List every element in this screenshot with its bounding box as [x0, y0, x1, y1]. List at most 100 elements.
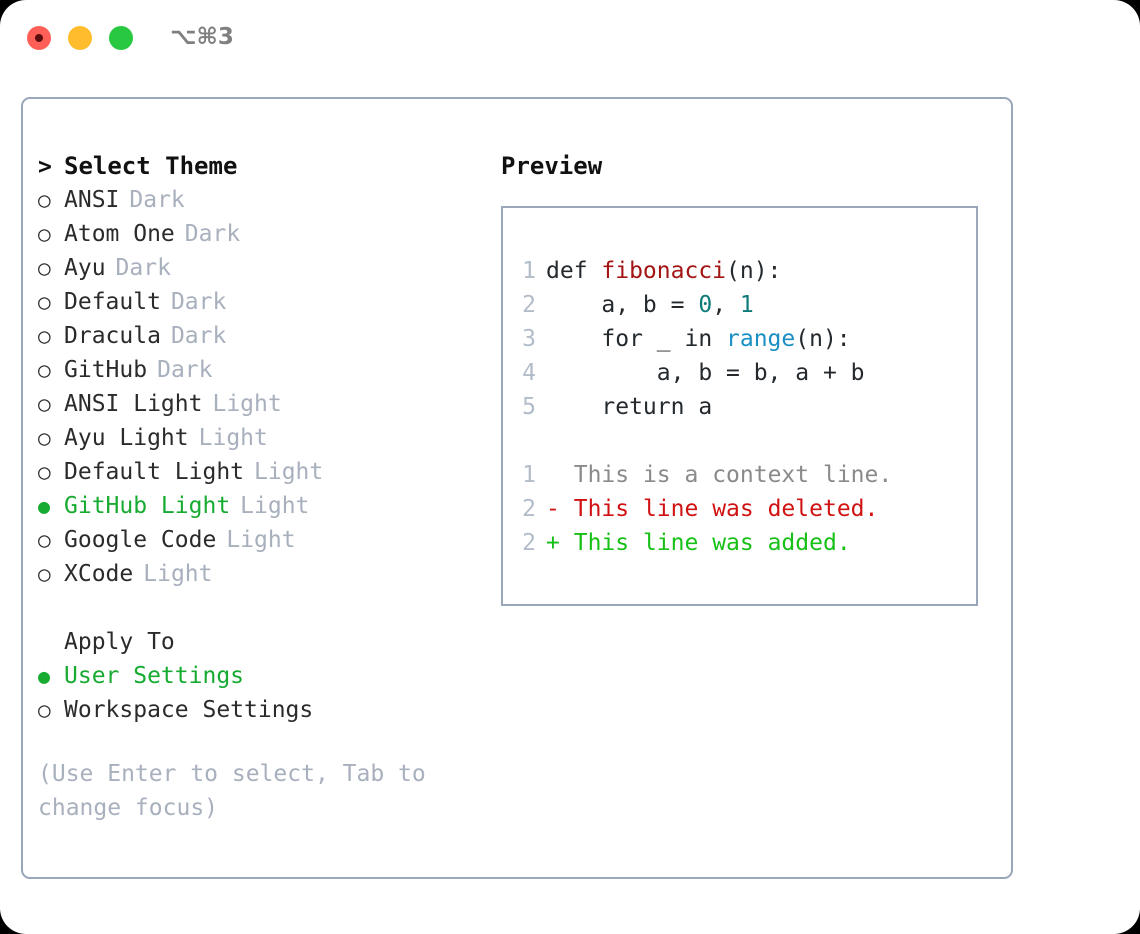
title-bar: ⌥⌘3	[0, 0, 1140, 78]
theme-option-label: Ayu	[64, 255, 106, 281]
radio-selected-icon: ●	[38, 494, 51, 518]
code-line: 2 a, b = 0, 1	[503, 288, 976, 322]
code-line: 3 for _ in range(n):	[503, 322, 976, 356]
line-number: 5	[522, 394, 536, 420]
code-line: 1 def fibonacci(n):	[503, 254, 976, 288]
code-line-text: for _ in range(n):	[546, 322, 851, 356]
theme-option-variant: Dark	[170, 289, 227, 315]
code-line-text: def fibonacci(n):	[546, 254, 781, 288]
line-number: 2	[522, 496, 536, 522]
line-number: 2	[522, 292, 536, 318]
theme-picker-heading: > Select Theme	[38, 149, 478, 183]
theme-option-label: Google Code	[64, 527, 217, 553]
diff-marker	[546, 458, 560, 492]
diff-marker: +	[546, 530, 560, 556]
line-number: 1	[522, 462, 536, 488]
theme-option-label: Atom One	[64, 221, 175, 247]
theme-option-atom-one[interactable]: ○ Atom One Dark	[38, 217, 478, 251]
radio-unselected-icon: ○	[38, 256, 51, 280]
theme-option-variant: Dark	[157, 357, 213, 383]
radio-selected-icon: ●	[38, 664, 51, 688]
code-line: 5 return a	[503, 390, 976, 424]
code-token-num: 1	[739, 292, 754, 318]
theme-option-variant: Dark	[184, 221, 241, 247]
theme-option-label: Ayu Light	[64, 425, 189, 451]
keyboard-shortcut-label: ⌥⌘3	[170, 24, 234, 50]
code-gap	[503, 424, 976, 458]
code-line: 4 a, b = b, a + b	[503, 356, 976, 390]
code-token-plain: ,	[712, 292, 740, 318]
code-token-num: 0	[698, 292, 713, 318]
code-token-plain: for _ in	[546, 326, 727, 352]
diff-line: 2+ This line was added.	[503, 526, 976, 560]
apply-to-option-workspace-settings[interactable]: ○ Workspace Settings	[38, 693, 478, 727]
code-token-plain: (n):	[795, 326, 851, 352]
diff-spacer	[560, 526, 574, 560]
radio-unselected-icon: ○	[38, 426, 51, 450]
radio-unselected-icon: ○	[38, 392, 51, 416]
diff-line: 2- This line was deleted.	[503, 492, 976, 526]
radio-unselected-icon: ○	[38, 222, 51, 246]
code-token-call: range	[726, 326, 796, 352]
theme-option-dracula[interactable]: ○ Dracula Dark	[38, 319, 478, 353]
code-line-text: a, b = 0, 1	[546, 288, 754, 322]
theme-option-label: GitHub Light	[64, 493, 231, 519]
diff-line-text: This is a context line.	[573, 462, 893, 488]
keyboard-hint-text: (Use Enter to select, Tab to change focu…	[38, 761, 426, 821]
theme-option-variant: Dark	[170, 323, 227, 349]
theme-option-variant: Light	[212, 391, 282, 417]
diff-line-text: This line was added.	[573, 530, 851, 556]
diff-spacer	[560, 458, 574, 492]
code-token-fn: fibonacci	[601, 258, 727, 284]
theme-option-label: XCode	[64, 561, 134, 587]
apply-to-option-label: Workspace Settings	[64, 697, 314, 723]
radio-unselected-icon: ○	[38, 290, 51, 314]
theme-option-label: ANSI	[64, 187, 120, 213]
theme-option-label: Dracula	[64, 323, 161, 349]
theme-option-default[interactable]: ○ Default Dark	[38, 285, 478, 319]
apply-to-option-label: User Settings	[64, 663, 245, 689]
diff-line: 1 This is a context line.	[503, 458, 976, 492]
radio-unselected-icon: ○	[38, 358, 51, 382]
radio-unselected-icon: ○	[38, 188, 51, 212]
theme-option-ansi-light[interactable]: ○ ANSI Light Light	[38, 387, 478, 421]
theme-option-variant: Light	[226, 527, 296, 553]
code-token-plain: a, b =	[546, 292, 699, 318]
theme-option-google-code[interactable]: ○ Google Code Light	[38, 523, 478, 557]
maximize-window-button[interactable]	[109, 26, 133, 50]
caret-icon: >	[38, 154, 52, 180]
page-title: Select Theme	[64, 152, 238, 180]
code-token-plain: (n):	[726, 258, 782, 284]
code-token-plain: return a	[546, 394, 713, 420]
apply-to-option-user-settings[interactable]: ● User Settings	[38, 659, 478, 693]
close-window-button[interactable]	[27, 26, 51, 50]
diff-marker: -	[546, 496, 560, 522]
theme-option-label: Default Light	[64, 459, 245, 485]
apply-to-heading: Apply To	[64, 629, 175, 655]
radio-unselected-icon: ○	[38, 528, 51, 552]
theme-option-label: Default	[64, 289, 161, 315]
radio-unselected-icon: ○	[38, 324, 51, 348]
window-controls	[27, 26, 133, 50]
radio-unselected-icon: ○	[38, 698, 51, 722]
theme-option-label: ANSI Light	[64, 391, 203, 417]
line-number: 1	[522, 258, 536, 284]
minimize-window-button[interactable]	[68, 26, 92, 50]
code-token-plain: def	[546, 258, 602, 284]
diff-spacer	[560, 492, 574, 526]
line-number: 3	[522, 326, 536, 352]
preview-title: Preview	[501, 152, 603, 180]
